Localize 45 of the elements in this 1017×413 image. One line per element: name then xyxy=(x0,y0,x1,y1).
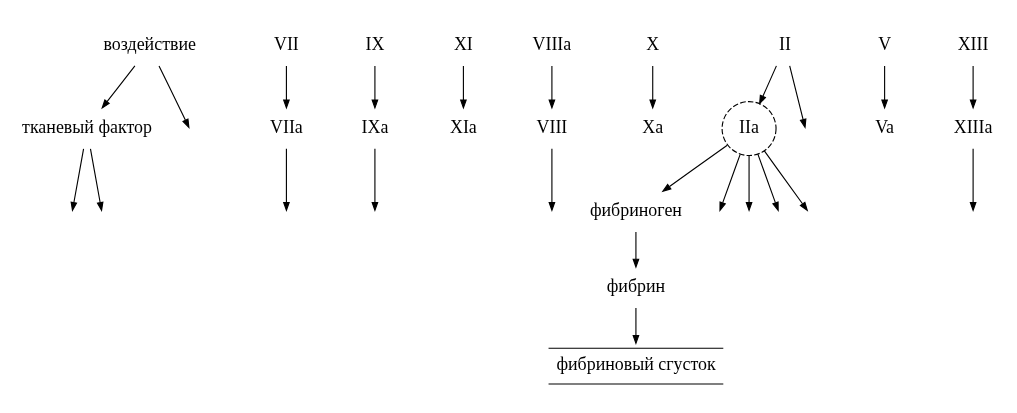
arrow xyxy=(757,153,779,212)
node-text: VIIa xyxy=(270,116,303,137)
node-text: Xa xyxy=(642,116,664,137)
arrow xyxy=(70,147,85,212)
node-circle: IIa xyxy=(721,100,777,156)
arrow xyxy=(969,64,977,110)
arrow xyxy=(632,307,640,345)
arrow xyxy=(371,147,379,212)
arrow xyxy=(101,64,136,109)
arrow xyxy=(763,149,809,212)
arrow xyxy=(649,64,657,110)
node-text: II xyxy=(778,33,791,54)
arrow xyxy=(789,64,807,129)
node-text: VIII xyxy=(536,116,568,137)
node-text: X xyxy=(646,33,660,54)
node-text: VII xyxy=(273,33,299,54)
node-text: IX xyxy=(365,33,385,54)
node-text: Va xyxy=(875,116,895,137)
arrow xyxy=(158,64,190,129)
arrow xyxy=(282,147,290,212)
node-text: XI xyxy=(453,33,473,54)
arrow xyxy=(881,64,889,110)
arrow xyxy=(661,144,728,192)
arrow xyxy=(548,147,556,212)
node-text: V xyxy=(878,33,892,54)
arrow xyxy=(459,64,467,110)
arrow xyxy=(759,64,777,105)
arrow xyxy=(632,231,640,269)
arrow xyxy=(548,64,556,110)
arrow xyxy=(745,154,753,212)
node-text: тканевый фактор xyxy=(22,116,152,137)
arrow xyxy=(719,153,741,212)
node-text: XIII xyxy=(957,33,989,54)
arrow xyxy=(371,64,379,110)
node-text: IXa xyxy=(361,116,389,137)
node-text: фибрин xyxy=(606,275,666,296)
node-text: VIIIa xyxy=(532,33,572,54)
node-text: XIIIa xyxy=(953,116,993,137)
arrow xyxy=(282,64,290,110)
arrow xyxy=(89,147,104,212)
node-text: XIa xyxy=(449,116,477,137)
arrow xyxy=(969,147,977,212)
node-text: воздействие xyxy=(103,33,196,54)
node-text: фибриноген xyxy=(589,199,682,220)
node-text: фибриновый сгусток xyxy=(556,353,716,374)
